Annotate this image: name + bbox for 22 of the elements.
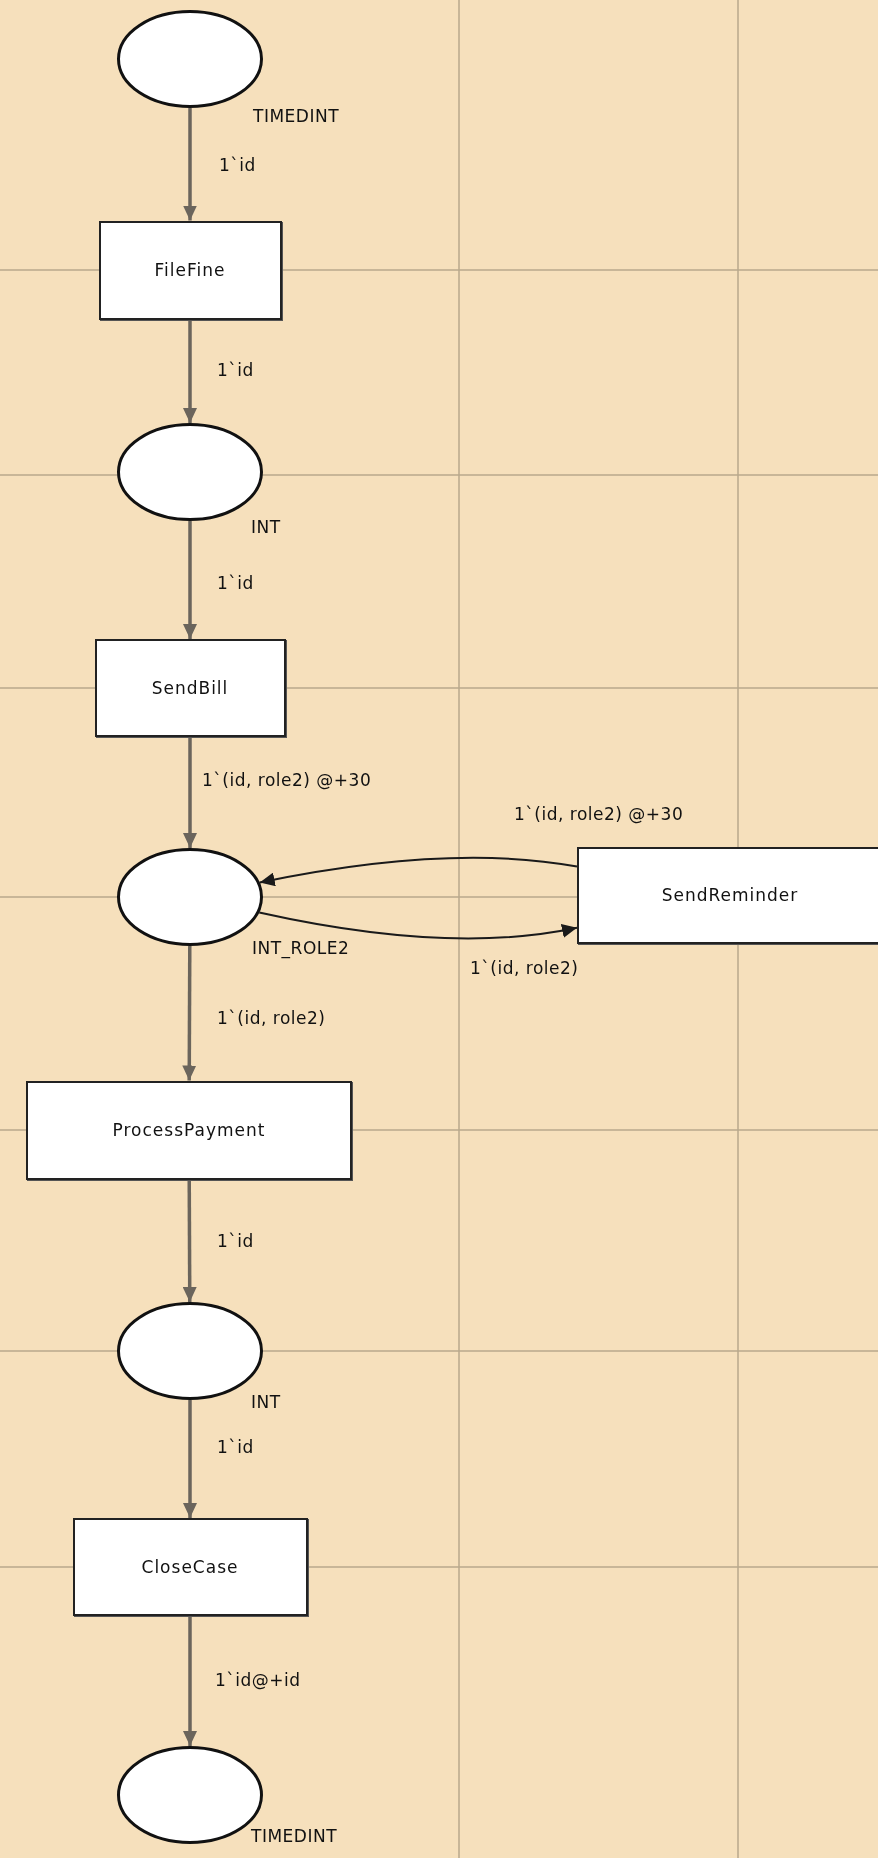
arc-arrow	[183, 737, 197, 848]
arc-arrow	[183, 108, 197, 221]
arc-arrow	[258, 911, 578, 940]
transition-box: FileFine	[98, 220, 282, 320]
arc-arrow	[183, 521, 197, 639]
place-type-label: TIMEDINT	[253, 106, 339, 126]
arc-arrow	[182, 946, 197, 1081]
transition-box: SendReminder	[577, 846, 878, 944]
place-ellipse	[117, 423, 263, 521]
arc-arrow	[182, 1179, 197, 1302]
place-type-label: INT	[251, 1392, 281, 1412]
place-type-label: TIMEDINT	[251, 1826, 337, 1846]
arc-arrow	[258, 856, 578, 887]
place-ellipse	[117, 10, 263, 108]
place-type-label: INT_ROLE2	[252, 938, 350, 958]
place-type-label: INT	[251, 517, 281, 537]
transition-box: SendBill	[94, 639, 286, 737]
transition-box: CloseCase	[72, 1518, 308, 1616]
transition-box: ProcessPayment	[26, 1080, 352, 1180]
arc-arrow	[183, 1616, 197, 1746]
arc-arrow	[183, 319, 197, 423]
arc-arrow	[183, 1400, 197, 1518]
